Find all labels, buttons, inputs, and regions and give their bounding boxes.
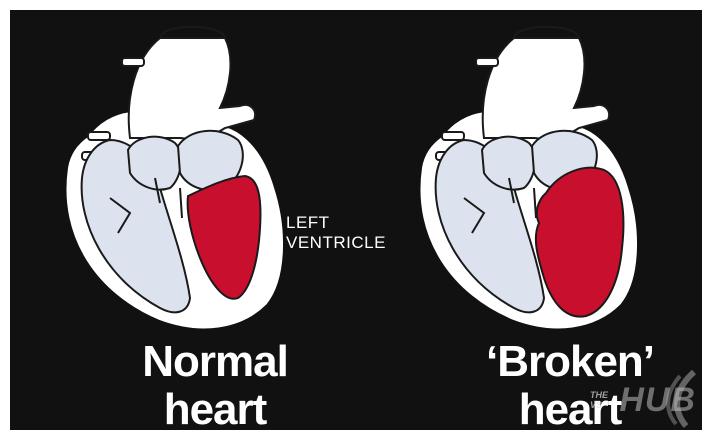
diagram-panel: LEFT VENTRICLE Normal heart ‘Broken’ hea… — [10, 10, 702, 430]
left-ventricle-label-line2: VENTRICLE — [286, 233, 386, 253]
watermark-small-bottom: VS — [590, 400, 608, 410]
watermark-small-top: THE — [590, 390, 608, 400]
news-hub-watermark-logo: THE VS HUB — [576, 368, 702, 430]
left-ventricle-label-line1: LEFT — [286, 213, 386, 233]
normal-caption-line2: heart — [115, 386, 315, 430]
watermark-brand: HUB — [619, 381, 696, 420]
left-ventricle-label: LEFT VENTRICLE — [286, 213, 386, 253]
normal-heart-caption: Normal heart — [115, 338, 315, 430]
watermark-small-text: THE VS — [590, 390, 608, 410]
broken-heart — [422, 27, 635, 327]
normal-caption-line1: Normal — [115, 338, 315, 386]
normal-heart — [68, 27, 281, 327]
